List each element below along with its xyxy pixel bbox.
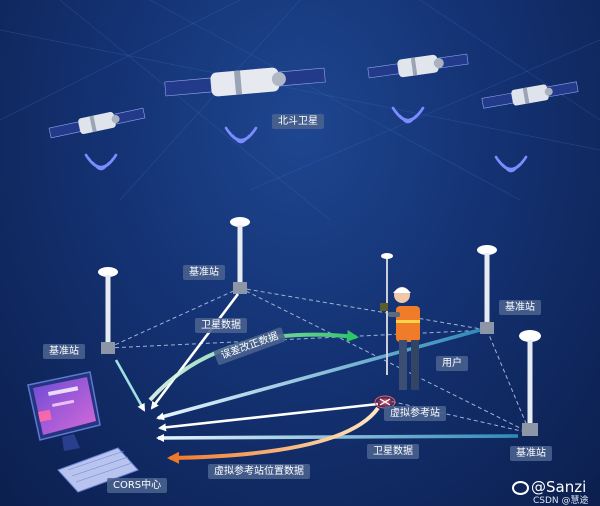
satellite-icon	[48, 107, 146, 139]
satellite-icon	[164, 67, 326, 97]
base-station-icon	[477, 245, 497, 334]
virtual-reference-station-icon	[374, 395, 396, 409]
arrow-base-left-to-cors	[114, 359, 146, 412]
surveyor-user-icon	[380, 253, 420, 390]
label-virtual-position-data: 虚拟参考站位置数据	[208, 464, 310, 479]
label-user: 用户	[436, 356, 468, 371]
watermark-brand: @Sanzi	[512, 478, 586, 496]
label-virtual-reference-station: 虚拟参考站	[384, 406, 446, 421]
arrow-virtual-station-to-cors	[158, 402, 379, 432]
satellite-icon	[481, 81, 579, 109]
signal-wave-icon	[224, 126, 258, 144]
signal-wave-icon	[391, 106, 425, 124]
base-station-icon	[98, 267, 118, 354]
watermark-source: CSDN @慧途	[533, 496, 589, 506]
label-satellite-data-top: 卫星数据	[195, 318, 247, 333]
base-station-network	[107, 287, 531, 434]
label-satellite-data-bottom: 卫星数据	[367, 444, 419, 459]
signal-wave-icon	[494, 155, 528, 173]
satellite-icon	[367, 53, 469, 79]
label-base-station-top: 基准站	[183, 265, 225, 280]
label-base-station-left: 基准站	[43, 344, 85, 359]
signal-wave-icon	[84, 153, 118, 171]
watermark-brand-text: @Sanzi	[531, 478, 587, 496]
weibo-icon	[512, 480, 529, 495]
label-base-station-right: 基准站	[499, 300, 541, 315]
label-beidou-satellites: 北斗卫星	[272, 114, 324, 129]
base-station-icon	[230, 217, 250, 294]
cors-center-computer-icon	[27, 371, 139, 493]
base-station-icon	[519, 330, 541, 436]
label-base-station-bottom: 基准站	[510, 446, 552, 461]
background-network-lines	[0, 0, 600, 221]
arrow-base-right-to-cors	[156, 328, 481, 421]
arrow-base-top-to-cors	[150, 293, 240, 410]
arrow-virtual-position-data	[167, 406, 380, 464]
label-cors-center: CORS中心	[107, 478, 168, 493]
